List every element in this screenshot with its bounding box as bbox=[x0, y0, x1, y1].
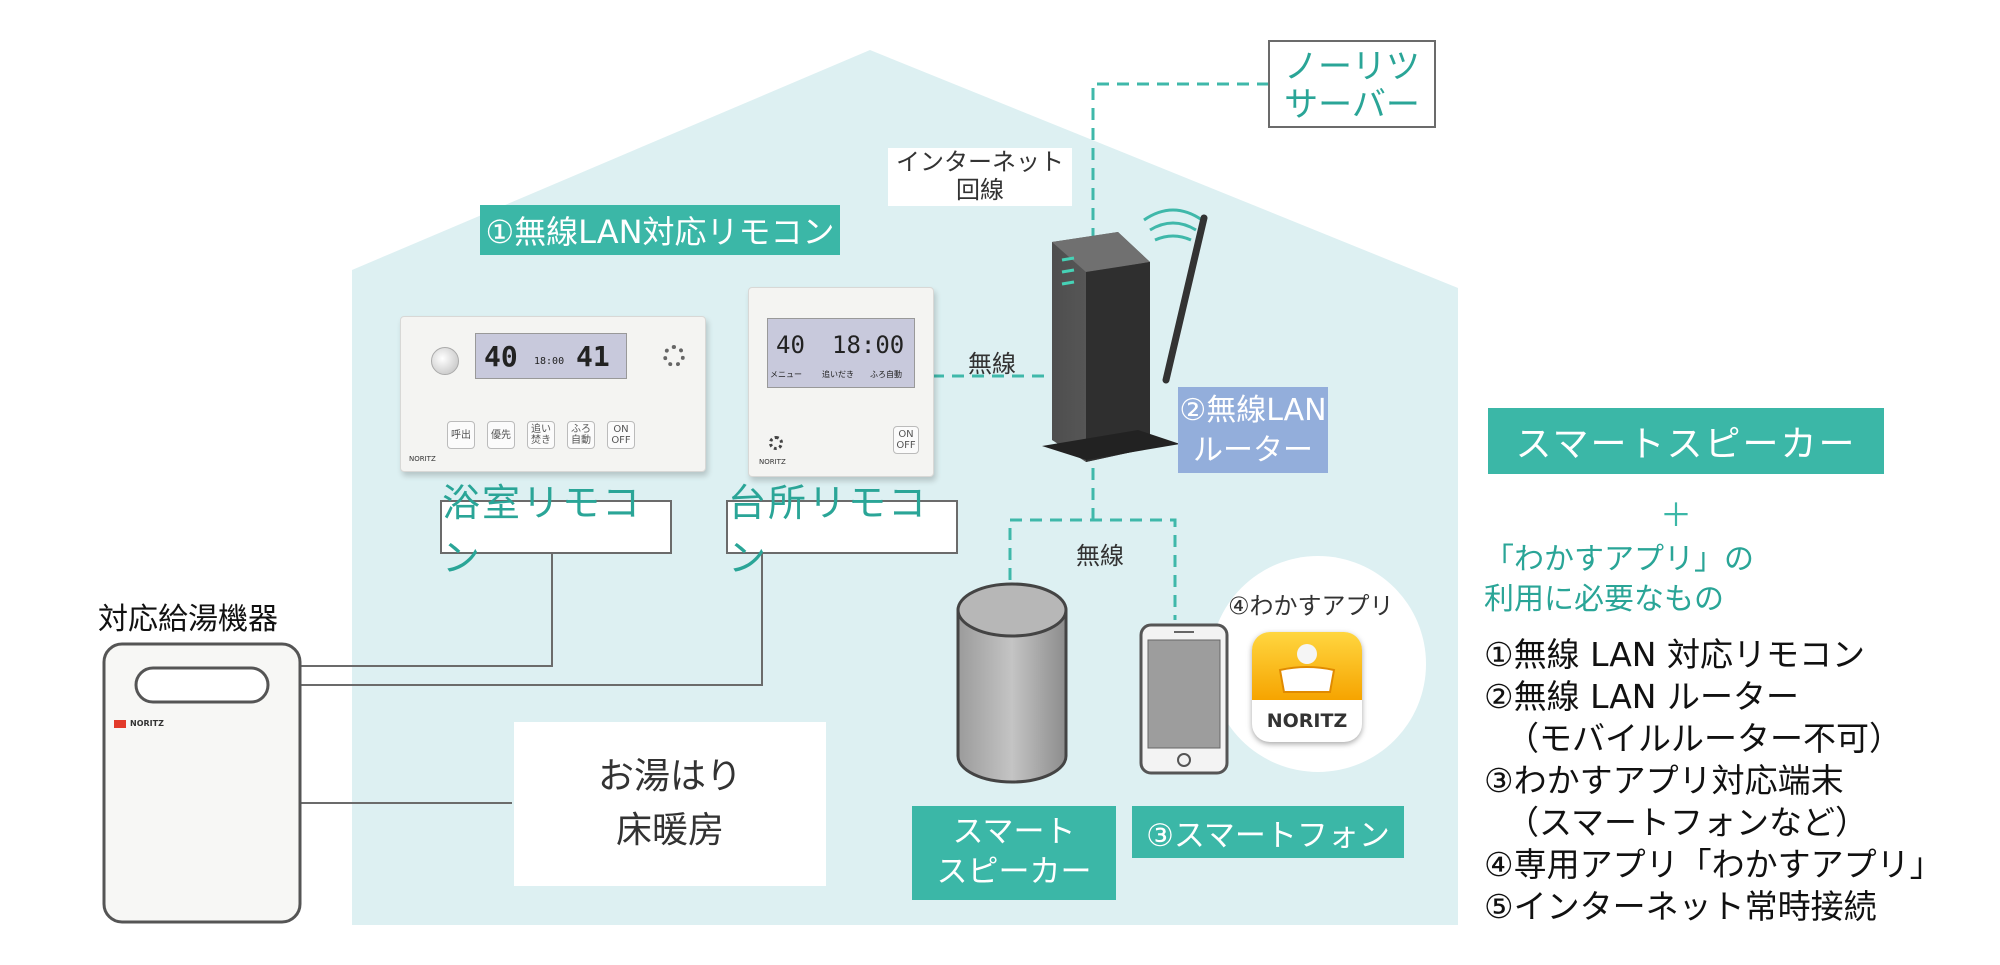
smart-speaker-line2: スピーカー bbox=[936, 854, 1092, 890]
smart-speaker-label: スマート スピーカー bbox=[912, 806, 1116, 900]
kitchen-btn-power: ON OFF bbox=[893, 426, 919, 454]
requirement-item-note: （スマートフォンなど） bbox=[1506, 803, 1869, 842]
bath-btn-priority: 優先 bbox=[487, 421, 515, 449]
subtitle-line1: 「わかすアプリ」の bbox=[1484, 542, 1754, 577]
kitchen-menu-2: 追いだき bbox=[822, 370, 854, 379]
speaker-icon bbox=[431, 347, 459, 375]
kitchen-lcd-temp: 40 bbox=[776, 331, 805, 359]
kitchen-remote-label: 台所リモコン bbox=[726, 481, 958, 580]
bath-remote-label: 浴室リモコン bbox=[440, 481, 672, 580]
function-box: お湯はり 床暖房 bbox=[514, 722, 826, 886]
person-icon bbox=[1278, 644, 1336, 693]
wireless-label-remote: 無線 bbox=[968, 350, 1016, 378]
requirements-list: ①無線 LAN 対応リモコン ②無線 LAN ルーター （モバイルルーター不可）… bbox=[1484, 634, 1943, 928]
requirement-item: ④専用アプリ「わかすアプリ」 bbox=[1484, 845, 1943, 884]
internet-line-label: インターネット 回線 bbox=[888, 148, 1072, 206]
function-line1: お湯はり bbox=[597, 756, 742, 797]
requirement-item: ⑤インターネット常時接続 bbox=[1484, 887, 1877, 926]
wireless-router-image bbox=[1042, 208, 1208, 462]
kitchen-menu-3: ふろ自動 bbox=[870, 370, 902, 379]
smartphone-image bbox=[1139, 623, 1229, 775]
bath-btn-auto: ふろ自動 bbox=[567, 421, 595, 449]
lcd-temp-right: 41 bbox=[576, 340, 610, 373]
bath-remote-brand: NORITZ bbox=[409, 455, 436, 463]
noritz-server-box: ノーリツ サーバー bbox=[1268, 40, 1436, 128]
water-heater-image bbox=[102, 642, 302, 924]
router-badge-line2: ルーター bbox=[1193, 433, 1313, 468]
app-label: ④わかすアプリ bbox=[1228, 592, 1394, 620]
internet-label-line2: 回線 bbox=[956, 176, 1004, 204]
subtitle-line2: 利用に必要なもの bbox=[1484, 582, 1724, 617]
bath-btn-reheat: 追い焚き bbox=[527, 421, 555, 449]
kitchen-ring-icon bbox=[769, 436, 783, 450]
lcd-time: 18:00 bbox=[534, 356, 565, 367]
kitchen-menu-1: メニュー bbox=[770, 370, 802, 379]
router-badge-line1: ②無線LAN bbox=[1179, 393, 1327, 428]
smart-speaker-banner: スマートスピーカー bbox=[1488, 408, 1884, 474]
requirement-item: ①無線 LAN 対応リモコン bbox=[1484, 635, 1865, 674]
server-label-line1: ノーリツ bbox=[1284, 47, 1420, 87]
bath-remote-lcd: 40 18:00 41 bbox=[475, 333, 627, 379]
smartphone-label: ③スマートフォン bbox=[1132, 806, 1404, 858]
plus-sign: ＋ bbox=[1660, 496, 1693, 534]
requirement-item: ③わかすアプリ対応端末 bbox=[1484, 761, 1844, 800]
function-line2: 床暖房 bbox=[615, 810, 724, 851]
kitchen-remote-lcd: 40 18:00 メニュー 追いだき ふろ自動 bbox=[767, 318, 915, 388]
server-label-line2: サーバー bbox=[1284, 85, 1420, 125]
app-icon-text: NORITZ bbox=[1266, 710, 1348, 732]
kitchen-remote-image: 40 18:00 メニュー 追いだき ふろ自動 ON OFF NORITZ bbox=[748, 287, 934, 477]
wireless-remote-badge: ①無線LAN対応リモコン bbox=[480, 205, 840, 255]
wakasu-app-icon: NORITZ bbox=[1252, 632, 1362, 742]
kitchen-remote-brand: NORITZ bbox=[759, 458, 786, 466]
heater-brand: NORITZ bbox=[130, 719, 164, 728]
bath-btn-power: ON OFF bbox=[607, 421, 635, 449]
requirement-item: ②無線 LAN ルーター bbox=[1484, 677, 1799, 716]
ring-icon bbox=[663, 345, 685, 367]
lcd-temp-left: 40 bbox=[484, 340, 518, 373]
kitchen-lcd-time: 18:00 bbox=[832, 331, 905, 359]
smart-speaker-line1: スマート bbox=[952, 814, 1076, 850]
water-heater-label: 対応給湯機器 bbox=[98, 602, 278, 637]
requirement-item-note: （モバイルルーター不可） bbox=[1506, 719, 1902, 758]
requirements-subtitle: 「わかすアプリ」の 利用に必要なもの bbox=[1484, 540, 1754, 620]
smart-speaker-image bbox=[956, 582, 1068, 784]
bath-remote-image: 40 18:00 41 呼出 優先 追い焚き ふろ自動 ON OFF NORIT… bbox=[400, 316, 706, 472]
internet-label-line1: インターネット bbox=[896, 148, 1064, 176]
bath-btn-call: 呼出 bbox=[447, 421, 475, 449]
wireless-label-devices: 無線 bbox=[1076, 542, 1124, 570]
router-badge: ②無線LAN ルーター bbox=[1178, 387, 1328, 473]
